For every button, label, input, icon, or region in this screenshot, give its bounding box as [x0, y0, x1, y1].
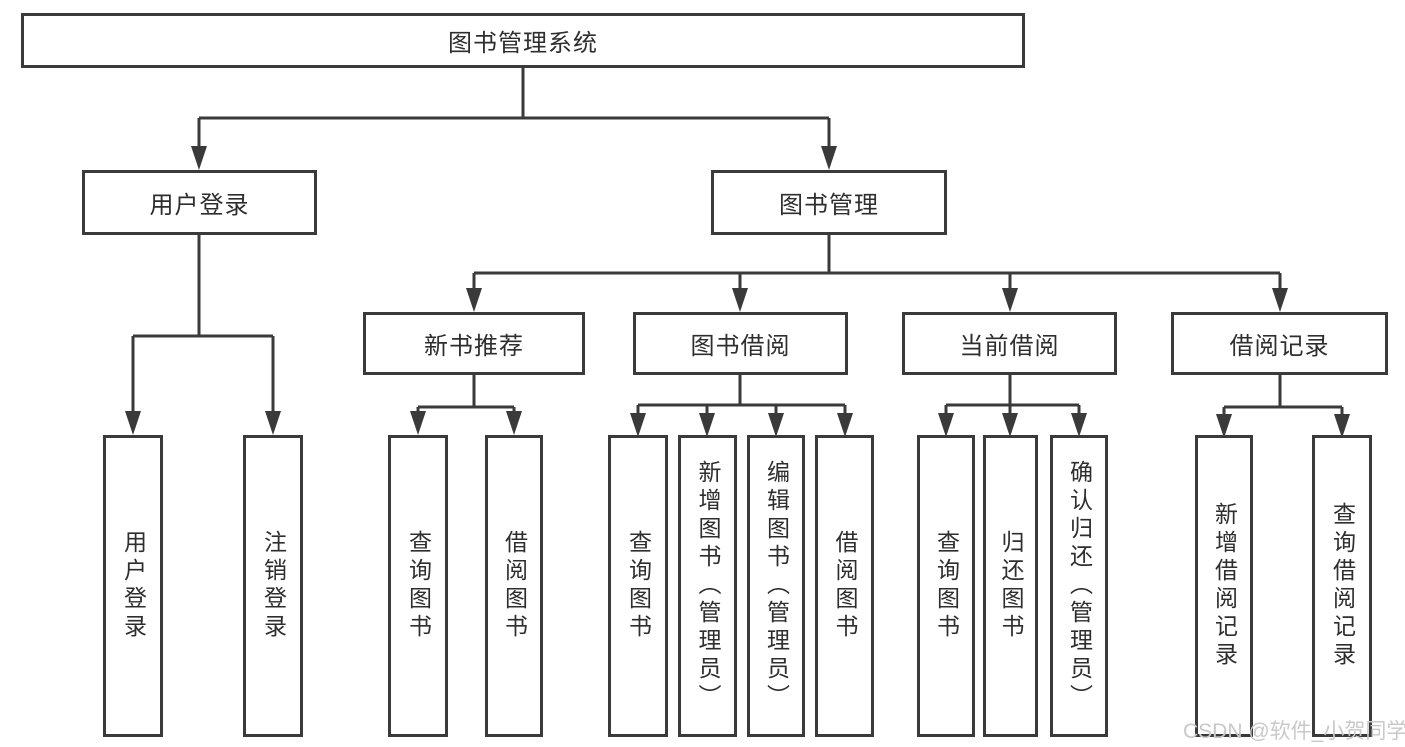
- leaf-confirm-return-admin: 确认归还（管理员）: [1050, 435, 1108, 737]
- node-current-borrowing: 当前借阅: [902, 312, 1117, 375]
- leaf-query-books-borrowing: 查询图书: [608, 435, 668, 737]
- node-user-login: 用户登录: [82, 170, 317, 235]
- leaf-borrow-books-newrec: 借阅图书: [485, 435, 543, 737]
- node-library-system: 图书管理系统: [21, 13, 1025, 68]
- leaf-query-books-current: 查询图书: [917, 435, 975, 737]
- leaf-logout: 注销登录: [243, 435, 303, 737]
- leaf-add-books-admin: 新增图书（管理员）: [678, 435, 737, 737]
- leaf-user-login: 用户登录: [103, 435, 163, 737]
- leaf-edit-books-admin: 编辑图书（管理员）: [747, 435, 805, 737]
- node-book-borrowing: 图书借阅: [633, 312, 848, 375]
- leaf-add-borrow-record: 新增借阅记录: [1195, 435, 1253, 737]
- watermark: CSDN @软件_小贺同学: [1183, 720, 1405, 743]
- node-book-management: 图书管理: [711, 170, 947, 235]
- leaf-return-books: 归还图书: [983, 435, 1038, 737]
- node-borrowing-records: 借阅记录: [1171, 312, 1388, 375]
- node-new-book-recommend: 新书推荐: [363, 312, 585, 375]
- leaf-query-borrow-record: 查询借阅记录: [1312, 435, 1372, 737]
- leaf-borrow-books-borrowing: 借阅图书: [815, 435, 874, 737]
- leaf-query-books-newrec: 查询图书: [388, 435, 448, 737]
